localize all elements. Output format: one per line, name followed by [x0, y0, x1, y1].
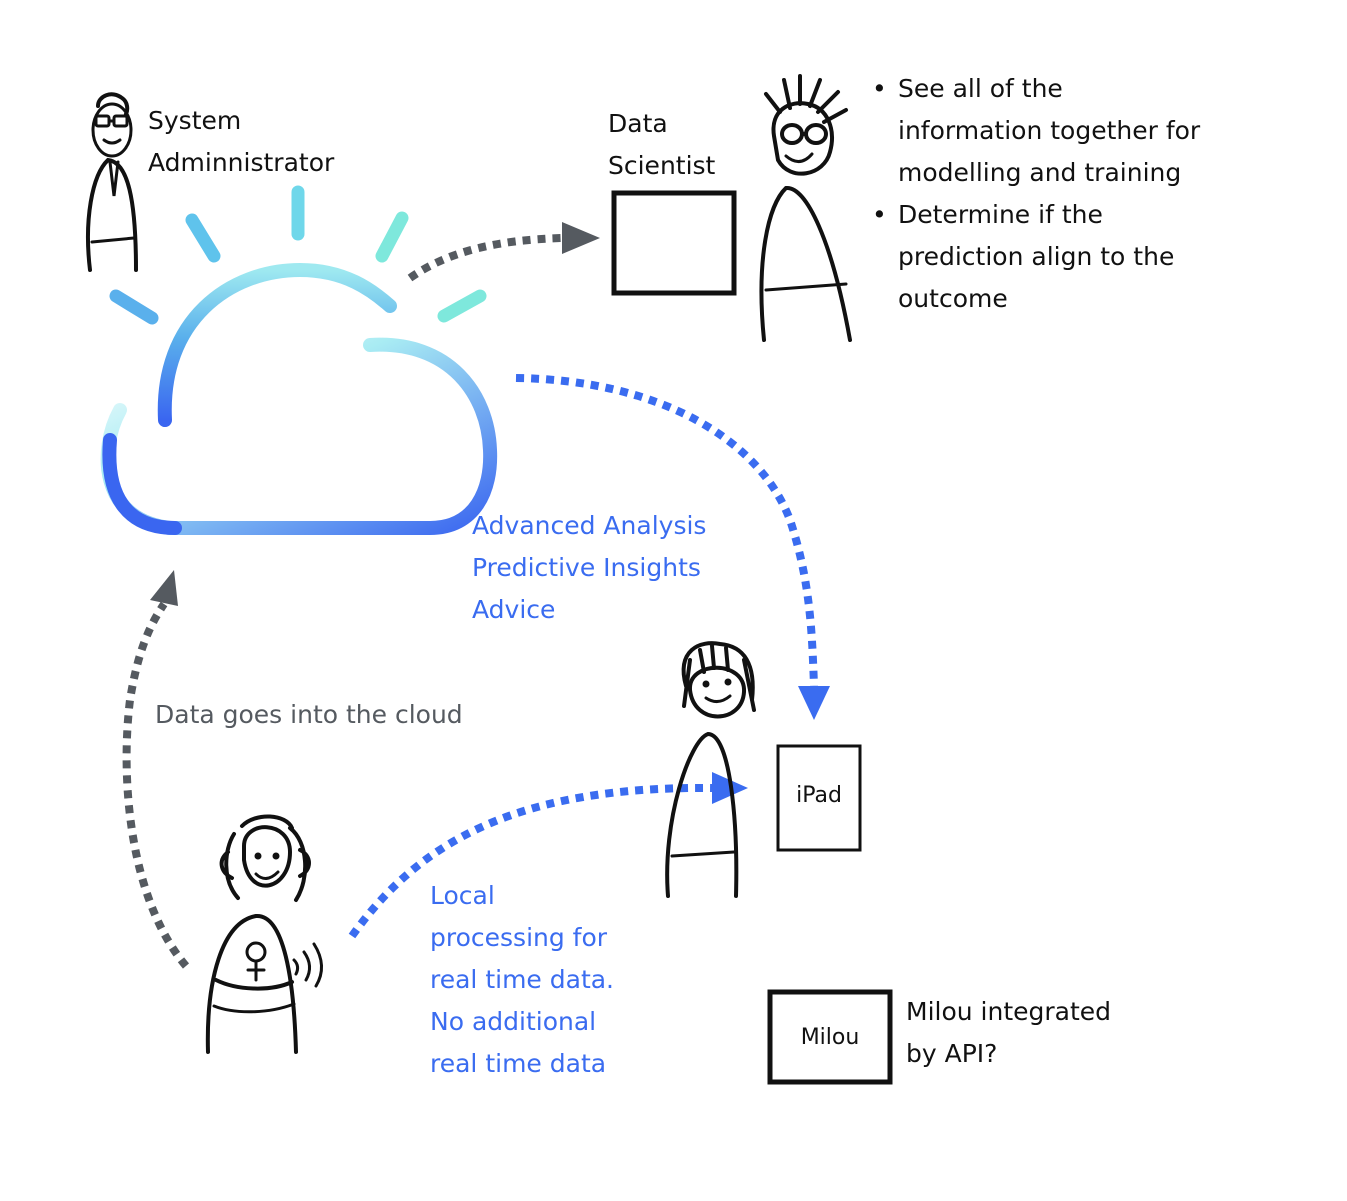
- goal-item: See all of the information together for …: [870, 68, 1200, 194]
- sun-ray-icon: [109, 185, 487, 325]
- goal-line: information together for: [898, 116, 1201, 145]
- data-scientist-label-line2: Scientist: [608, 151, 716, 180]
- wave-icon: [292, 942, 323, 988]
- system-admin-label-line1: System: [148, 106, 242, 135]
- data-scientist-label-line1: Data: [608, 109, 668, 138]
- milou-note-line1: Milou integrated: [906, 997, 1112, 1026]
- arrow-cloud-to-ipad: [515, 374, 830, 720]
- cloud-output-line1: Advanced Analysis: [472, 511, 707, 540]
- patient-figure: [205, 814, 311, 1054]
- goal-line: outcome: [898, 284, 1008, 313]
- cloud-icon: [100, 262, 498, 535]
- goal-line: modelling and training: [898, 158, 1182, 187]
- local-processing-line2: processing for: [430, 923, 608, 952]
- cloud-output-line3: Advice: [472, 595, 556, 624]
- goal-line: prediction align to the: [898, 242, 1175, 271]
- data-flow-label: Data goes into the cloud: [155, 700, 463, 729]
- clinician-figure: [665, 641, 756, 898]
- goal-item: Determine if the prediction align to the…: [870, 194, 1200, 320]
- goal-line: See all of the: [898, 74, 1063, 103]
- screen-icon: [611, 190, 737, 296]
- local-processing-line1: Local: [430, 881, 495, 910]
- system-admin-figure: [86, 92, 138, 272]
- cloud-output-line2: Predictive Insights: [472, 553, 701, 582]
- milou-note-line2: by API?: [906, 1039, 998, 1068]
- milou-box: [767, 989, 893, 1085]
- local-processing-line5: real time data: [430, 1049, 607, 1078]
- goal-line: Determine if the: [898, 200, 1103, 229]
- arrow-data-into-cloud: [122, 570, 190, 969]
- local-processing-line3: real time data.: [430, 965, 615, 994]
- ipad-label: iPad: [796, 783, 842, 808]
- data-scientist-figure: [759, 74, 852, 342]
- tablet-icon: [776, 744, 862, 852]
- data-scientist-goals: See all of the information together for …: [870, 68, 1200, 320]
- local-processing-line4: No additional: [430, 1007, 597, 1036]
- arrow-cloud-to-scientist: [407, 222, 600, 282]
- system-admin-label-line2: Adminnistrator: [148, 148, 335, 177]
- milou-label: Milou: [800, 1025, 860, 1050]
